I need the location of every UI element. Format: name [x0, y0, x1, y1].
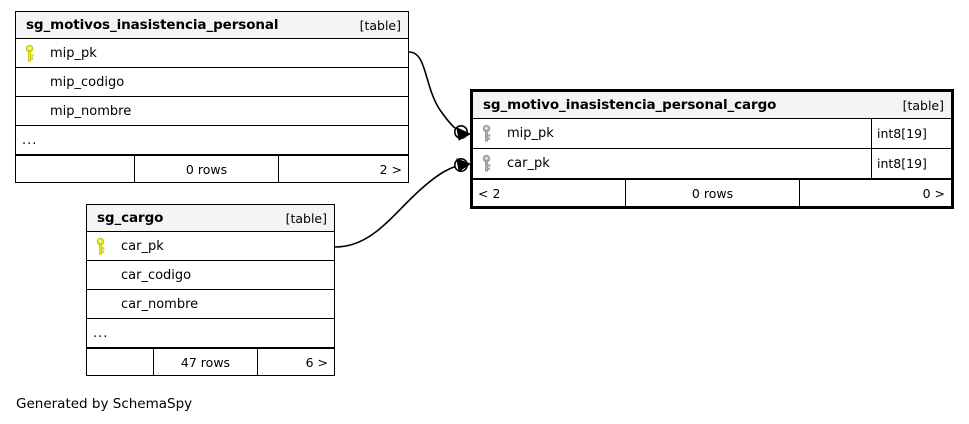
column-name: mip_pk [50, 45, 97, 61]
table-row[interactable]: car_pk [87, 232, 334, 261]
table-footer: 47 rows 6 > [87, 348, 334, 375]
table-footer: 0 rows 2 > [16, 155, 408, 182]
footer-row-count: 0 rows [625, 180, 800, 206]
arrowhead-icon [456, 127, 472, 141]
table-sg-cargo[interactable]: sg_cargo [table] car_pk car_codigo car_n… [86, 204, 335, 376]
column-name: car_codigo [121, 267, 192, 283]
footer-child-count: 6 > [305, 354, 328, 370]
table-type-tag: [table] [902, 97, 944, 113]
more-columns-ellipsis: ... [22, 132, 38, 148]
table-row[interactable]: mip_codigo [16, 68, 408, 97]
column-type: int8[19] [871, 119, 951, 148]
table-row[interactable]: car_codigo [87, 261, 334, 290]
footer-parent-count [16, 156, 134, 182]
primary-key-icon [87, 237, 113, 255]
column-name: car_pk [121, 238, 164, 254]
column-type: int8[19] [871, 149, 951, 178]
column-name: mip_codigo [50, 74, 125, 90]
column-name: mip_pk [507, 126, 554, 141]
table-row[interactable]: mip_pk int8[19] [473, 119, 951, 149]
arrowhead-icon [456, 158, 472, 172]
more-columns-row[interactable]: ... [16, 126, 408, 155]
foreign-key-icon [473, 125, 499, 142]
column-name: car_pk [507, 156, 550, 171]
relationship-mip-pk[interactable] [408, 51, 472, 141]
cardinality-circle-icon [453, 125, 468, 140]
foreign-key-icon [473, 155, 499, 172]
footer-row-count: 0 rows [134, 156, 279, 182]
table-sg-motivos-inasistencia-personal[interactable]: sg_motivos_inasistencia_personal [table]… [15, 11, 409, 183]
footer-child-count: 2 > [379, 161, 402, 177]
generated-by-credit: Generated by SchemaSpy [16, 396, 193, 412]
table-sg-motivo-inasistencia-personal-cargo[interactable]: sg_motivo_inasistencia_personal_cargo [t… [470, 89, 954, 209]
more-columns-row[interactable]: ... [87, 319, 334, 348]
table-header: sg_cargo [table] [87, 205, 334, 232]
footer-parent-count: < 2 [478, 185, 501, 201]
table-title: sg_motivo_inasistencia_personal_cargo [483, 97, 777, 113]
table-header: sg_motivo_inasistencia_personal_cargo [t… [473, 92, 951, 119]
column-name: car_nombre [121, 296, 199, 312]
table-row[interactable]: mip_pk [16, 39, 408, 68]
table-row[interactable]: mip_nombre [16, 97, 408, 126]
table-row[interactable]: car_nombre [87, 290, 334, 319]
table-type-tag: [table] [285, 210, 327, 226]
table-type-tag: [table] [359, 17, 401, 33]
table-header: sg_motivos_inasistencia_personal [table] [16, 12, 408, 39]
table-footer: < 2 0 rows 0 > [473, 179, 951, 206]
footer-child-count: 0 > [922, 185, 945, 201]
footer-parent-count [87, 349, 153, 375]
cardinality-circle-icon [453, 158, 468, 173]
table-title: sg_motivos_inasistencia_personal [26, 17, 279, 33]
column-name: mip_nombre [50, 103, 132, 119]
table-row[interactable]: car_pk int8[19] [473, 149, 951, 179]
primary-key-icon [16, 44, 42, 62]
table-title: sg_cargo [97, 210, 164, 226]
footer-row-count: 47 rows [153, 349, 258, 375]
more-columns-ellipsis: ... [93, 325, 109, 341]
